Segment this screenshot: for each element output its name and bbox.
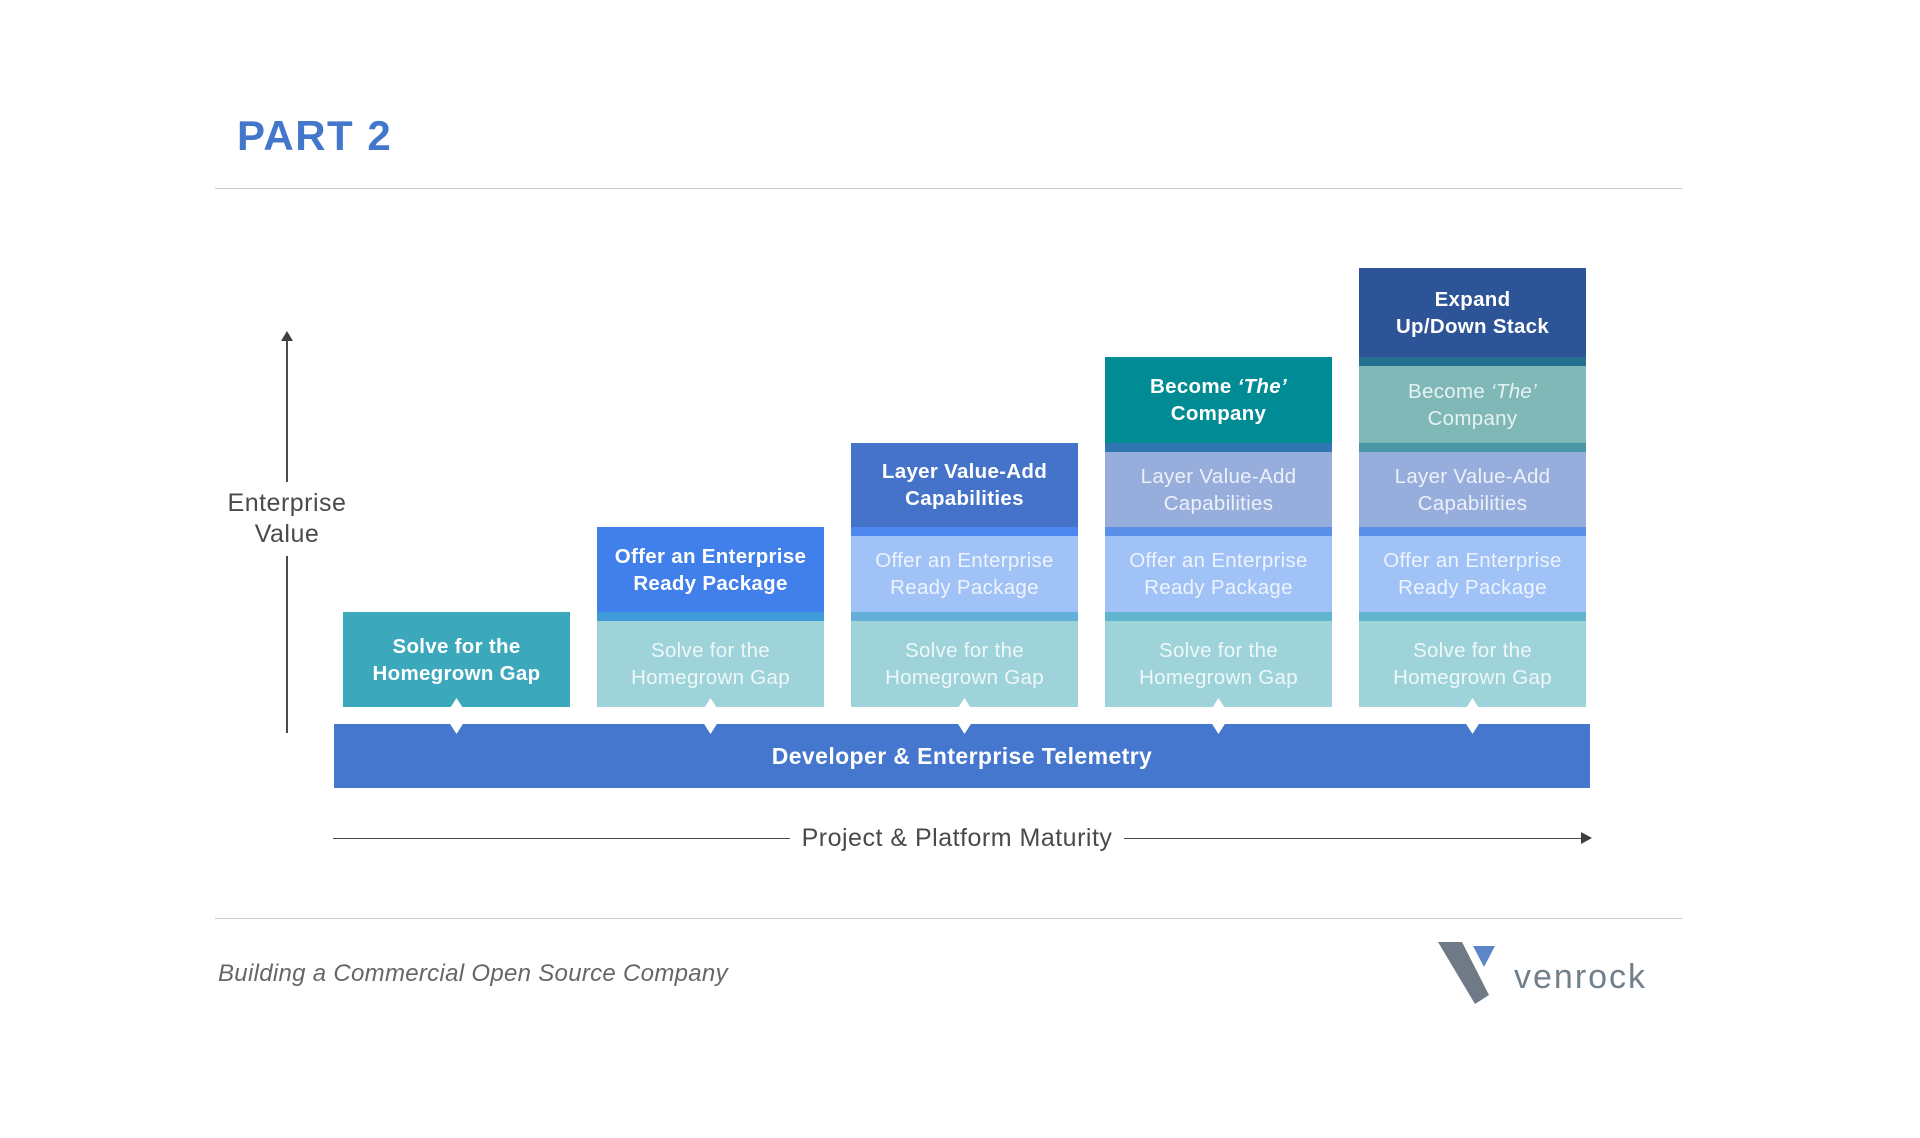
footer-caption: Building a Commercial Open Source Compan… xyxy=(218,960,728,987)
x-axis-line-right xyxy=(1124,837,1581,839)
top-divider xyxy=(215,188,1682,189)
segment-divider-strip xyxy=(1359,443,1586,452)
bottom-divider xyxy=(215,918,1682,919)
brand-wordmark: venrock xyxy=(1514,957,1648,996)
x-axis-line-left xyxy=(333,837,790,839)
segment-label: Become ‘The’Company xyxy=(1150,375,1287,425)
segment-divider-strip xyxy=(1105,527,1332,536)
y-axis-label-line2: Value xyxy=(254,520,320,548)
segment-divider-strip xyxy=(1359,612,1586,621)
y-axis-label-line1: Enterprise xyxy=(227,489,347,517)
page-title: PART 2 xyxy=(237,112,393,159)
segment-label: Become ‘The’Company xyxy=(1408,379,1537,430)
segment-divider-strip xyxy=(851,527,1078,536)
telemetry-bar-label: Developer & Enterprise Telemetry xyxy=(771,742,1153,769)
y-axis-label: Enterprise Value xyxy=(182,482,392,556)
brand-logo: venrock xyxy=(1438,938,1647,1008)
x-axis: Project & Platform Maturity xyxy=(333,824,1581,852)
telemetry-bar: Developer & Enterprise Telemetry xyxy=(334,724,1590,788)
y-axis-arrow-icon xyxy=(281,331,293,341)
connector-arrow-icon xyxy=(445,698,468,734)
x-axis-arrow-icon xyxy=(1581,832,1592,844)
segment-divider-strip xyxy=(1359,527,1586,536)
connector-arrow-icon xyxy=(1207,698,1230,734)
segment-divider-strip xyxy=(597,612,824,621)
connector-arrow-icon xyxy=(699,698,722,734)
segment-become-faded: Become ‘The’Company xyxy=(1359,357,1586,443)
segment-divider-strip xyxy=(1105,612,1332,621)
segment-become: Become ‘The’Company xyxy=(1105,357,1332,443)
segment-divider-strip xyxy=(851,612,1078,621)
connector-arrow-icon xyxy=(953,698,976,734)
segment-divider-strip xyxy=(1359,357,1586,366)
venrock-v-icon xyxy=(1438,942,1495,1004)
connector-arrow-icon xyxy=(1461,698,1484,734)
x-axis-label: Project & Platform Maturity xyxy=(801,823,1113,852)
segment-divider-strip xyxy=(1105,443,1332,452)
